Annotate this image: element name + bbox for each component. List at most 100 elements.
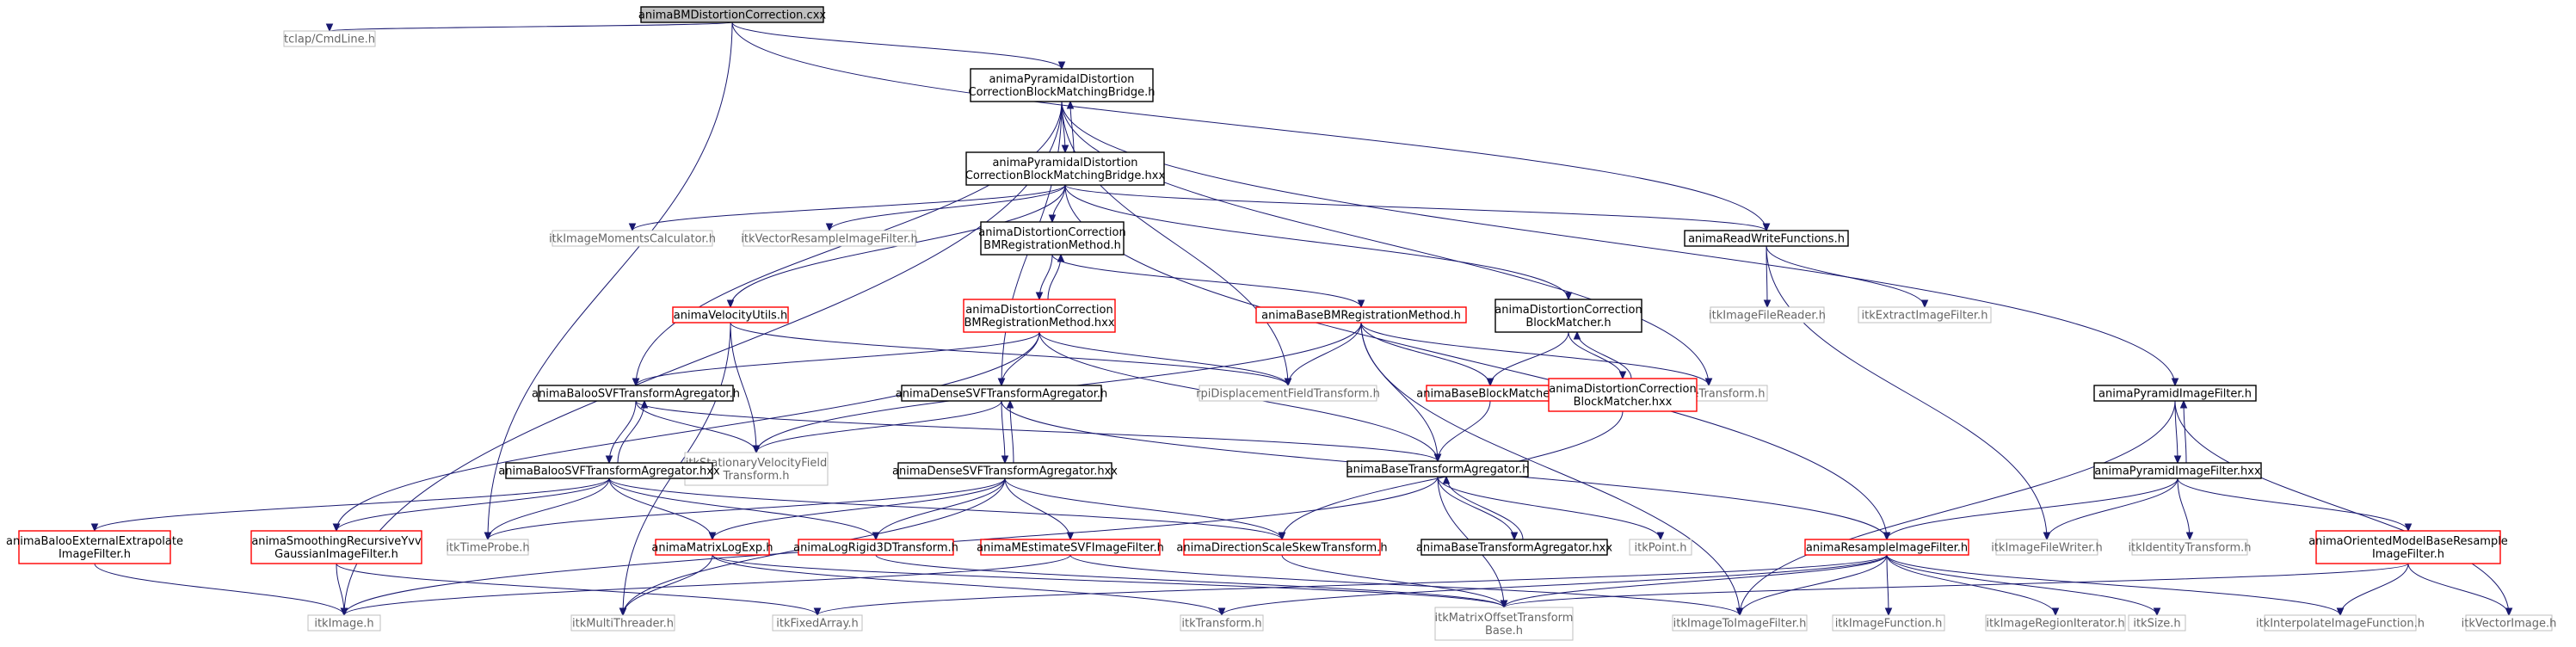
node-label: ImageFilter.h: [59, 548, 131, 561]
file-node-animalogrigid3dtransform-h[interactable]: animaLogRigid3DTransform.h: [793, 539, 958, 556]
node-label: animaPyramidImageFilter.h: [2098, 388, 2252, 401]
file-node-animapyramidaldistortioncorrectionblockmatchingbridge-h[interactable]: animaPyramidalDistortionCorrectionBlockM…: [969, 68, 1156, 102]
file-node-animabaseblockmatcher-h[interactable]: animaBaseBlockMatcher.h: [1416, 385, 1564, 402]
include-edge: [343, 101, 1063, 616]
node-box: [1804, 539, 1969, 556]
edge-arrowhead: [1510, 532, 1519, 541]
file-node-animadistortioncorrectionbmregistrationmethod-hxx[interactable]: animaDistortionCorrectionBMRegistrationM…: [963, 299, 1116, 333]
include-edge: [1281, 554, 1505, 608]
include-edge: [617, 400, 645, 464]
include-edge: [1360, 322, 1710, 386]
file-node-animabasebmregistrationmethod-h[interactable]: animaBaseBMRegistrationMethod.h: [1255, 306, 1467, 324]
include-edge: [1886, 478, 2179, 540]
file-node-itkidentitytransform-h: itkIdentityTransform.h: [2128, 539, 2252, 556]
file-node-animadistortioncorrectionbmregistrationmethod-h[interactable]: animaDistortionCorrectionBMRegistrationM…: [978, 221, 1126, 256]
node-box: [1494, 299, 1642, 333]
include-edge: [343, 554, 1071, 616]
node-label: animaBalooExternalExtrapolate: [6, 535, 183, 548]
file-node-animavelocityutils-h[interactable]: animaVelocityUtils.h: [672, 306, 789, 324]
file-node-animabasetransformagregator-hxx[interactable]: animaBaseTransformAgregator.hxx: [1416, 539, 1612, 556]
node-label: rpiDisplacementFieldTransform.h: [1196, 388, 1380, 401]
file-node-animaresampleimagefilter-h[interactable]: animaResampleImageFilter.h: [1804, 539, 1969, 556]
include-edge: [1437, 476, 1515, 540]
file-node-itkimageregioniterator-h: itkImageRegionIterator.h: [1985, 614, 2126, 632]
include-edge: [2407, 563, 2510, 616]
file-node-animabaloosvftransformagregator-hxx[interactable]: animaBalooSVFTransformAgregator.hxx: [498, 462, 720, 479]
file-node-animamestimatesvfimagefilter-h[interactable]: animaMEstimateSVFImageFilter.h: [977, 539, 1164, 556]
include-edge: [336, 563, 818, 616]
include-edge: [635, 400, 757, 453]
node-label: animaBaseBMRegistrationMethod.h: [1261, 310, 1461, 323]
include-edge: [635, 331, 1040, 386]
file-node-animaorientedmodelbaseresampleimagefilter-h[interactable]: animaOrientedModelBaseResampleImageFilte…: [2308, 530, 2508, 564]
edge-arrowhead: [752, 445, 761, 454]
include-edge: [1766, 245, 2048, 540]
file-node-animamatrixlogexp-h[interactable]: animaMatrixLogExp.h: [651, 539, 773, 556]
file-node-tclap-cmdline-h: tclap/CmdLine.h: [283, 30, 376, 47]
node-label: animaOrientedModelBaseResample: [2308, 535, 2508, 548]
edge-arrowhead: [1061, 145, 1069, 154]
file-node-animabmdistortioncorrection-cxx[interactable]: animaBMDistortionCorrection.cxx: [638, 6, 827, 23]
node-box: [640, 6, 824, 23]
edge-arrowhead: [1284, 378, 1292, 387]
edge-arrowhead: [708, 532, 717, 541]
include-edge: [1051, 254, 1362, 308]
edge-arrowhead: [2173, 455, 2182, 465]
edge-arrowhead: [2179, 399, 2188, 409]
include-edge: [2183, 400, 2187, 464]
node-box: [1629, 539, 1692, 556]
edge-arrowhead: [997, 378, 1006, 387]
file-node-animabaloosvftransformagregator-h[interactable]: animaBalooSVFTransformAgregator.h: [532, 385, 740, 402]
file-node-animabalooexternalextrapolateimagefilter-h[interactable]: animaBalooExternalExtrapolateImageFilter…: [6, 530, 183, 564]
include-edge: [1064, 184, 1767, 231]
file-node-animadirectionscaleskewtransform-h[interactable]: animaDirectionScaleSkewTransform.h: [1176, 539, 1388, 556]
edge-arrowhead: [605, 455, 613, 465]
node-box: [307, 614, 381, 632]
edge-arrowhead: [825, 223, 834, 232]
include-edge: [1503, 563, 2409, 608]
node-label: itkStationaryVelocityField: [686, 457, 827, 470]
include-edge: [730, 322, 757, 453]
file-node-animadistortioncorrectionblockmatcher-hxx[interactable]: animaDistortionCorrectionBlockMatcher.hx…: [1548, 378, 1698, 412]
file-node-animapyramidimagefilter-hxx[interactable]: animaPyramidImageFilter.hxx: [2093, 462, 2262, 479]
node-label: animaPyramidImageFilter.hxx: [2094, 465, 2261, 478]
edge-arrowhead: [332, 523, 341, 533]
node-box: [1832, 614, 1945, 632]
file-node-animareadwritefunctions-h[interactable]: animaReadWriteFunctions.h: [1684, 230, 1849, 247]
node-label: animaBMDistortionCorrection.cxx: [638, 9, 827, 22]
node-label: animaDirectionScaleSkewTransform.h: [1176, 542, 1387, 555]
node-label: animaBaseBlockMatcher.h: [1416, 388, 1563, 401]
include-edge: [1001, 400, 1006, 464]
file-node-animadensesvftransformagregator-hxx[interactable]: animaDenseSVFTransformAgregator.hxx: [892, 462, 1118, 479]
node-box: [901, 385, 1102, 402]
file-node-animapyramidimagefilter-h[interactable]: animaPyramidImageFilter.h: [2093, 385, 2257, 402]
node-label: CorrectionBlockMatchingBridge.hxx: [965, 169, 1166, 182]
node-label: animaPyramidalDistortion: [989, 73, 1134, 86]
edge-arrowhead: [2505, 607, 2513, 617]
include-edge: [608, 478, 1283, 540]
include-edge: [635, 400, 1439, 462]
node-label: BlockMatcher.h: [1525, 317, 1611, 330]
node-label: animaPyramidalDistortion: [992, 157, 1137, 169]
file-node-animapyramidaldistortioncorrectionblockmatchingbridge-hxx[interactable]: animaPyramidalDistortionCorrectionBlockM…: [965, 151, 1166, 186]
include-edge: [487, 478, 1006, 540]
file-node-animasmoothingrecursiveyvvgaussianimagefilter-h[interactable]: animaSmoothingRecursiveYvvGaussianImageF…: [250, 530, 422, 564]
node-label: itkIdentityTransform.h: [2128, 542, 2251, 555]
file-node-itkimage-h: itkImage.h: [307, 614, 381, 632]
include-edge: [1069, 554, 1741, 616]
edge-arrowhead: [1564, 292, 1573, 301]
edge-arrowhead: [1486, 378, 1494, 387]
node-box: [283, 30, 376, 47]
include-edge: [1489, 331, 1569, 386]
include-edge: [1004, 478, 1071, 540]
file-node-animadensesvftransformagregator-h[interactable]: animaDenseSVFTransformAgregator.h: [896, 385, 1108, 402]
include-edge: [1061, 101, 1710, 386]
node-label: animaLogRigid3DTransform.h: [793, 542, 958, 555]
file-node-animabasetransformagregator-h[interactable]: animaBaseTransformAgregator.h: [1347, 460, 1530, 478]
edge-arrowhead: [1762, 223, 1771, 232]
node-label: itkImageToImageFilter.h: [1673, 618, 1807, 631]
include-edge: [712, 554, 1505, 608]
file-node-itkimagefilereader-h: itkImageFileReader.h: [1709, 306, 1826, 324]
